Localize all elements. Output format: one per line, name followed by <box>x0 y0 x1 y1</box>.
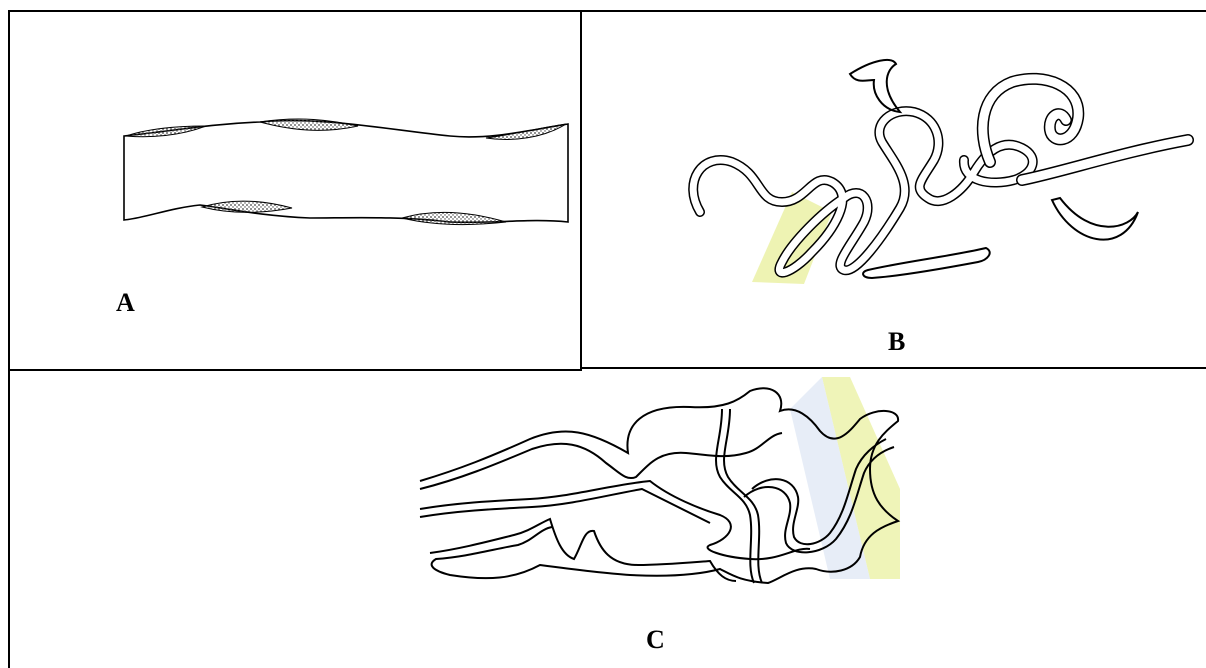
fragment-crescent <box>1052 198 1138 240</box>
panel-b: B <box>582 10 1206 369</box>
panel-b-label: B <box>888 327 905 357</box>
tube-tail-inner <box>1022 140 1188 180</box>
panel-c: C <box>8 369 1206 668</box>
fragment-bottom <box>863 248 990 278</box>
stipple-top-mid <box>260 119 358 130</box>
panel-b-drawing <box>582 12 1206 371</box>
panel-a-drawing <box>10 12 584 373</box>
panel-c-drawing <box>10 369 1206 668</box>
fragment-boomerang <box>850 60 900 112</box>
network-upper-band <box>420 433 782 489</box>
network-lower-band <box>430 519 736 581</box>
stipple-bottom-right <box>402 212 506 224</box>
panel-a: A <box>8 10 582 371</box>
stipple-bottom-left <box>202 201 292 212</box>
stipple-top-right <box>486 124 566 139</box>
stipple-top-left <box>126 126 206 137</box>
panel-a-label: A <box>116 288 135 318</box>
panel-c-label: C <box>646 625 665 655</box>
